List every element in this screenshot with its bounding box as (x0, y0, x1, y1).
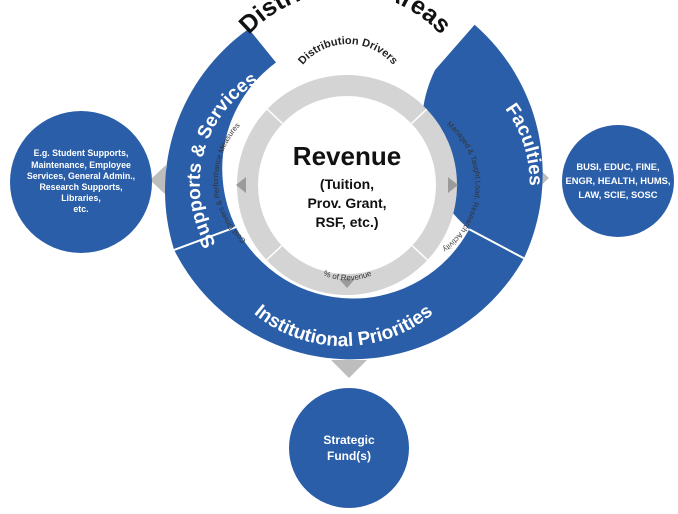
revenue-circle (258, 96, 436, 274)
satellite-faculties (562, 125, 674, 237)
ring-arrow-right (448, 177, 458, 193)
ring-divider-bottom-left (265, 245, 283, 261)
ring-divider-top-left (266, 108, 284, 125)
ring-arrow-left (236, 177, 246, 193)
segment-divider-right (468, 228, 525, 260)
diagram-title: Distribution Areas (234, 0, 457, 39)
satellite-supports-services (10, 111, 152, 253)
revenue-title: Revenue (293, 141, 401, 171)
segment-institutional-priorities (174, 227, 524, 360)
satellite-strategic-funds (289, 388, 409, 508)
segment-divider-left (173, 226, 237, 251)
revenue-line-2: Prov. Grant, (307, 195, 386, 211)
revenue-line-3: RSF, etc.) (315, 214, 378, 230)
ring-divider-top-right (410, 108, 428, 125)
satellite-label-faculties: BUSI, EDUC, FINE, ENGR, HEALTH, HUMS, LA… (565, 161, 671, 200)
driver-label-top: Distribution Drivers (296, 35, 400, 67)
driver-label-bottom: % of Revenue (322, 268, 373, 282)
arrow-left (150, 165, 166, 195)
revenue-line-1: (Tuition, (320, 176, 374, 192)
arrow-bottom (331, 360, 367, 378)
satellite-label-strategic-funds: Strategic Fund(s) (323, 433, 375, 463)
ring-divider-bottom-right (411, 245, 429, 261)
satellite-label-supports-services: E.g. Student Supports, Maintenance, Empl… (26, 148, 136, 215)
ring-arrow-bottom (339, 279, 355, 288)
segment-supports-services (165, 28, 276, 250)
